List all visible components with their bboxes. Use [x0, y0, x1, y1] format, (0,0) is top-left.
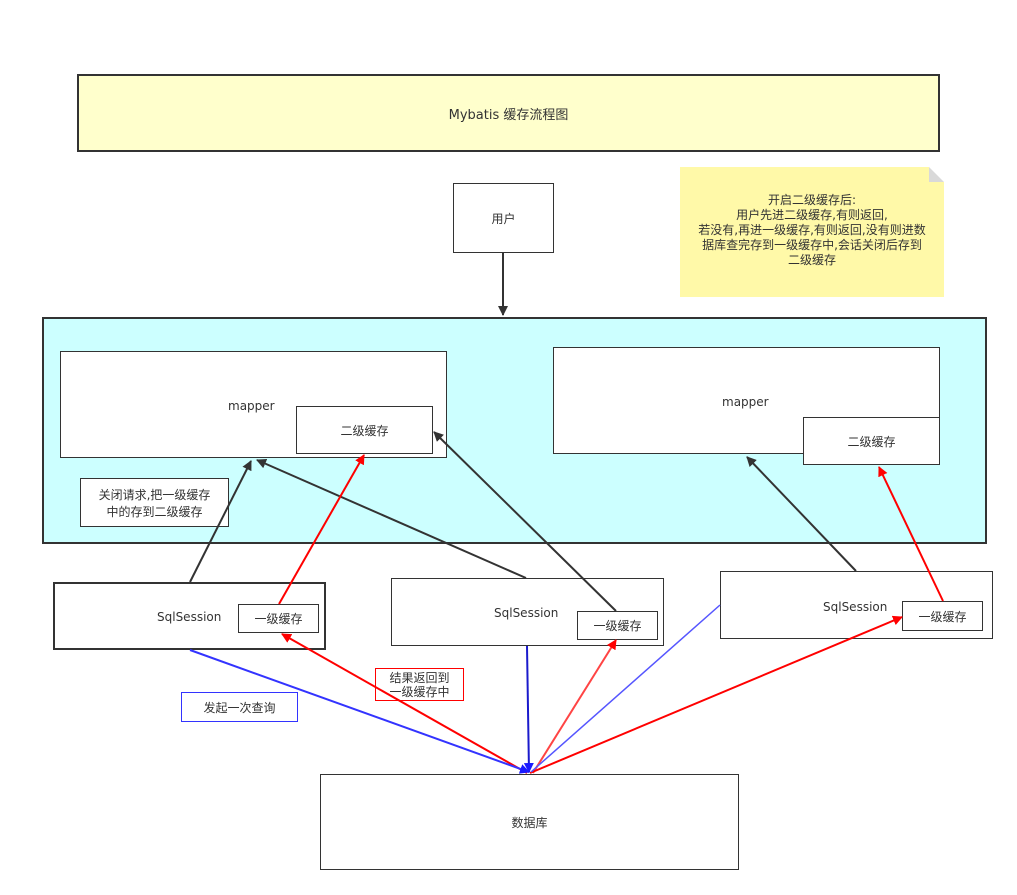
edge-session2cache-to-mapper-left-cache	[433, 431, 617, 612]
edge-db-to-session2cache	[532, 639, 617, 774]
edge-session1-to-db	[189, 649, 530, 774]
note-line-2: 用户先进二级缓存,有则返回,	[736, 208, 888, 222]
sqlsession-3-label: SqlSession	[823, 600, 888, 614]
diagram-title-text: Mybatis 缓存流程图	[448, 107, 569, 123]
note-card: 开启二级缓存后: 用户先进二级缓存,有则返回, 若没有,再进一级缓存,有则返回,…	[680, 167, 944, 297]
sqlsession-2-label: SqlSession	[494, 606, 559, 620]
close-note-line-2: 中的存到二级缓存	[106, 504, 203, 519]
note-fold-corner	[929, 167, 944, 182]
edge-session2-to-db	[523, 645, 534, 773]
database-label: 数据库	[511, 815, 548, 830]
database-node: 数据库	[320, 774, 739, 870]
sqlsession-1-cache: 一级缓存	[238, 604, 319, 633]
mapper-right-label: mapper	[722, 395, 769, 409]
user-node: 用户	[453, 183, 554, 253]
sqlsession-1-cache-label: 一级缓存	[254, 612, 303, 626]
edge-session3-to-db	[530, 604, 721, 773]
sqlsession-2-cache-label: 一级缓存	[593, 619, 642, 633]
edge-session3cache-to-mapper-right-cache	[878, 466, 944, 602]
mapper-right-cache: 二级缓存	[803, 417, 940, 465]
edge-session1-to-mapper-left	[189, 460, 252, 583]
close-note-line-1: 关闭请求,把一级缓存	[98, 487, 211, 502]
edge-db-to-session1cache	[281, 633, 528, 774]
mapper-right-cache-label: 二级缓存	[847, 434, 896, 449]
sqlsession-1-label: SqlSession	[157, 610, 222, 624]
edge-session2-to-mapper-left	[256, 459, 527, 579]
mapper-left-cache-label: 二级缓存	[340, 423, 389, 438]
edge-session3-to-mapper-right	[746, 456, 857, 572]
mapper-left-label: mapper	[228, 399, 275, 413]
return-label-line-1: 结果返回到	[389, 670, 450, 685]
return-label-line-2: 一级缓存中	[389, 684, 450, 699]
note-line-1: 开启二级缓存后:	[767, 193, 857, 207]
close-request-note: 关闭请求,把一级缓存 中的存到二级缓存	[80, 478, 229, 527]
edge-session1cache-to-mapper-left-cache	[278, 454, 365, 605]
query-label-text: 发起一次查询	[203, 700, 276, 715]
sqlsession-3-cache-label: 一级缓存	[918, 609, 967, 624]
note-line-5: 二级缓存	[787, 253, 836, 267]
note-line-3: 若没有,再进一级缓存,有则返回,没有则进数	[698, 223, 926, 237]
sqlsession-2-cache: 一级缓存	[577, 611, 658, 640]
user-label: 用户	[491, 211, 516, 226]
query-label: 发起一次查询	[181, 692, 298, 722]
sqlsession-3-cache: 一级缓存	[902, 601, 983, 631]
diagram-title: Mybatis 缓存流程图	[77, 74, 940, 152]
edge-db-to-session3cache	[529, 615, 903, 774]
mapper-left-cache: 二级缓存	[296, 406, 433, 454]
note-line-4: 据库查完存到一级缓存中,会话关闭后存到	[702, 238, 922, 252]
return-label: 结果返回到 一级缓存中	[375, 668, 464, 701]
